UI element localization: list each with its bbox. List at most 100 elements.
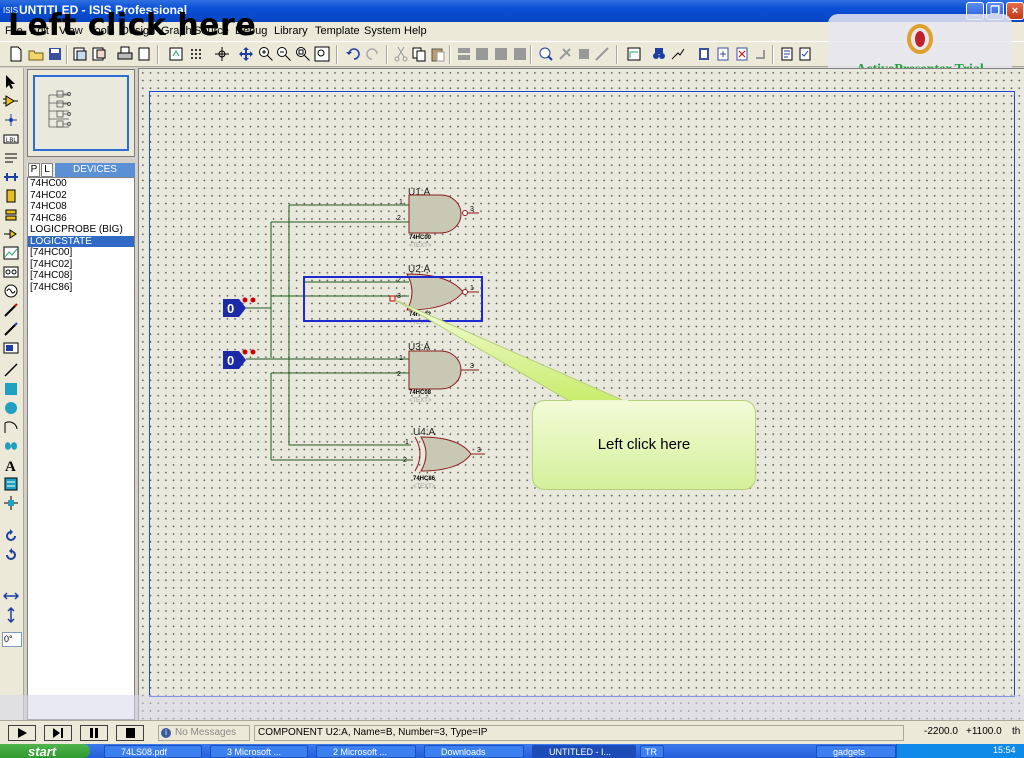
- junction-dot-icon[interactable]: [3, 112, 19, 128]
- device-item[interactable]: LOGICPROBE (BIG): [30, 224, 123, 235]
- gate-u1a[interactable]: U1:A 1 2 3 74HC00 <TEXT>: [397, 187, 479, 249]
- grid-icon[interactable]: [188, 46, 204, 62]
- menu-graph[interactable]: Graph: [161, 25, 192, 37]
- gate-u3a[interactable]: U3:A 1 2 3 74HC08 <TEXT>: [397, 342, 479, 404]
- start-button[interactable]: start: [0, 744, 90, 758]
- gate-u2a[interactable]: U2:A 2 3 1 74HC02 <TEXT>: [303, 264, 483, 326]
- redraw-icon[interactable]: [168, 46, 184, 62]
- menu-tools[interactable]: Tools: [89, 25, 115, 37]
- mirror-horizontal-icon[interactable]: [3, 588, 19, 604]
- block-rotate-icon[interactable]: [493, 46, 509, 62]
- rotation-angle-field[interactable]: 0°: [2, 632, 22, 647]
- line-tool-icon[interactable]: [3, 362, 19, 378]
- virtual-instruments-icon[interactable]: [3, 340, 19, 356]
- message-panel[interactable]: i No Messages: [158, 725, 250, 741]
- package-tool-icon[interactable]: [576, 46, 592, 62]
- task-button-active[interactable]: UNTITLED - I...: [532, 745, 636, 758]
- pan-icon[interactable]: [238, 46, 254, 62]
- voltage-probe-icon[interactable]: [3, 302, 19, 318]
- print-icon[interactable]: [117, 46, 133, 62]
- pause-button[interactable]: [80, 725, 108, 741]
- menu-file[interactable]: File: [5, 25, 23, 37]
- pin-u2a-3-marker[interactable]: [389, 295, 396, 302]
- bus-icon[interactable]: [3, 169, 19, 185]
- device-item[interactable]: 74HC02: [30, 189, 67, 201]
- new-sheet-icon[interactable]: [696, 46, 712, 62]
- text-script-icon[interactable]: [3, 150, 19, 166]
- menu-system[interactable]: System: [364, 25, 401, 37]
- add-sheet-icon[interactable]: [715, 46, 731, 62]
- menu-help[interactable]: Help: [404, 25, 427, 37]
- menu-library[interactable]: Library: [274, 25, 308, 37]
- pick-device-icon[interactable]: [538, 46, 554, 62]
- task-button[interactable]: 3 Microsoft ...: [210, 745, 308, 758]
- new-file-icon[interactable]: [8, 46, 24, 62]
- zoom-out-icon[interactable]: [276, 46, 292, 62]
- sub-circuit-icon[interactable]: [3, 188, 19, 204]
- path-tool-icon[interactable]: [3, 438, 19, 454]
- page-area-icon[interactable]: [136, 46, 152, 62]
- copy-icon[interactable]: [411, 46, 427, 62]
- schematic-drawing[interactable]: 0 0 U1:A 1 2 3 74HC00 <TEXT>: [139, 69, 1024, 721]
- menu-view[interactable]: View: [59, 25, 83, 37]
- logic-state-2[interactable]: 0: [223, 349, 256, 370]
- make-device-icon[interactable]: [557, 46, 573, 62]
- device-item[interactable]: 74HC86: [30, 212, 67, 224]
- device-item[interactable]: [74HC02]: [30, 258, 73, 270]
- task-button[interactable]: TR: [640, 745, 664, 758]
- pick-devices-tab[interactable]: P: [28, 163, 40, 177]
- rotate-clockwise-icon[interactable]: [3, 528, 19, 544]
- marker-tool-icon[interactable]: [3, 495, 19, 511]
- device-item[interactable]: 74HC00: [30, 178, 67, 189]
- wire-autorouter-icon[interactable]: [626, 46, 642, 62]
- graph-mode-icon[interactable]: [3, 245, 19, 261]
- zoom-in-icon[interactable]: [258, 46, 274, 62]
- text-tool-icon[interactable]: A: [3, 457, 19, 473]
- menu-design[interactable]: Design: [121, 25, 156, 37]
- zoom-area-icon[interactable]: [314, 46, 330, 62]
- wire-label-icon[interactable]: LBL: [3, 131, 19, 147]
- mirror-vertical-icon[interactable]: [3, 607, 19, 623]
- rotate-anticlockwise-icon[interactable]: [3, 547, 19, 563]
- device-item[interactable]: [74HC08]: [30, 270, 73, 281]
- selection-mode-icon[interactable]: [3, 74, 19, 90]
- origin-icon[interactable]: [214, 46, 230, 62]
- open-folder-icon[interactable]: [28, 46, 44, 62]
- wires[interactable]: [246, 204, 413, 461]
- library-manager-tab[interactable]: L: [41, 163, 53, 177]
- gate-u4a[interactable]: U4:A 1 2 3 74HC86 <TEXT>: [403, 427, 485, 490]
- block-copy-icon[interactable]: [456, 46, 472, 62]
- stop-button[interactable]: [116, 725, 144, 741]
- electrical-check-icon[interactable]: [797, 46, 813, 62]
- cut-icon[interactable]: [393, 46, 409, 62]
- undo-icon[interactable]: [345, 46, 361, 62]
- exit-to-parent-icon[interactable]: [753, 46, 769, 62]
- export-icon[interactable]: [91, 46, 107, 62]
- component-mode-icon[interactable]: [3, 93, 19, 109]
- device-item[interactable]: 74HC08: [30, 201, 67, 212]
- search-tag-icon[interactable]: [651, 46, 667, 62]
- redo-icon[interactable]: [365, 46, 381, 62]
- task-button[interactable]: 74LS08.pdf: [104, 745, 202, 758]
- task-button[interactable]: 2 Microsoft ...: [316, 745, 416, 758]
- generator-mode-icon[interactable]: [3, 283, 19, 299]
- remove-sheet-icon[interactable]: [734, 46, 750, 62]
- current-probe-icon[interactable]: [3, 321, 19, 337]
- devices-list[interactable]: 74HC00 74HC02 74HC08 74HC86 LOGICPROBE (…: [27, 177, 135, 720]
- task-button[interactable]: gadgets: [816, 745, 896, 758]
- play-button[interactable]: [8, 725, 36, 741]
- menu-edit[interactable]: Edit: [30, 25, 49, 37]
- property-assign-icon[interactable]: [670, 46, 686, 62]
- menu-source[interactable]: Source: [194, 25, 229, 37]
- device-item[interactable]: [74HC00]: [30, 247, 73, 258]
- app-icon[interactable]: ISIS: [3, 6, 19, 15]
- terminals-mode-icon[interactable]: [3, 207, 19, 223]
- save-icon[interactable]: [47, 46, 63, 62]
- step-button[interactable]: [44, 725, 72, 741]
- device-item-selected[interactable]: LOGICSTATE: [28, 235, 134, 247]
- box-tool-icon[interactable]: [3, 381, 19, 397]
- tape-recorder-icon[interactable]: [3, 264, 19, 280]
- block-move-icon[interactable]: [474, 46, 490, 62]
- decompose-icon[interactable]: [594, 46, 610, 62]
- overview-window[interactable]: [27, 69, 135, 157]
